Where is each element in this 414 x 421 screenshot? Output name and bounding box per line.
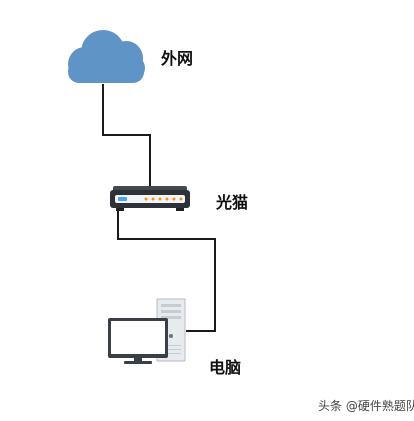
desktop-computer-icon	[108, 298, 186, 364]
internet-label: 外网	[161, 49, 194, 68]
cable-cloud-to-modem	[102, 84, 151, 188]
cable-modem-to-computer	[117, 205, 216, 332]
computer-label: 电脑	[209, 358, 242, 377]
modem-label: 光猫	[216, 193, 249, 212]
computer-monitor	[108, 318, 168, 364]
cables	[102, 84, 216, 332]
cloud-icon	[68, 30, 145, 83]
watermark: 头条 @硬件熟题队	[318, 399, 414, 413]
modem-icon	[110, 186, 190, 211]
